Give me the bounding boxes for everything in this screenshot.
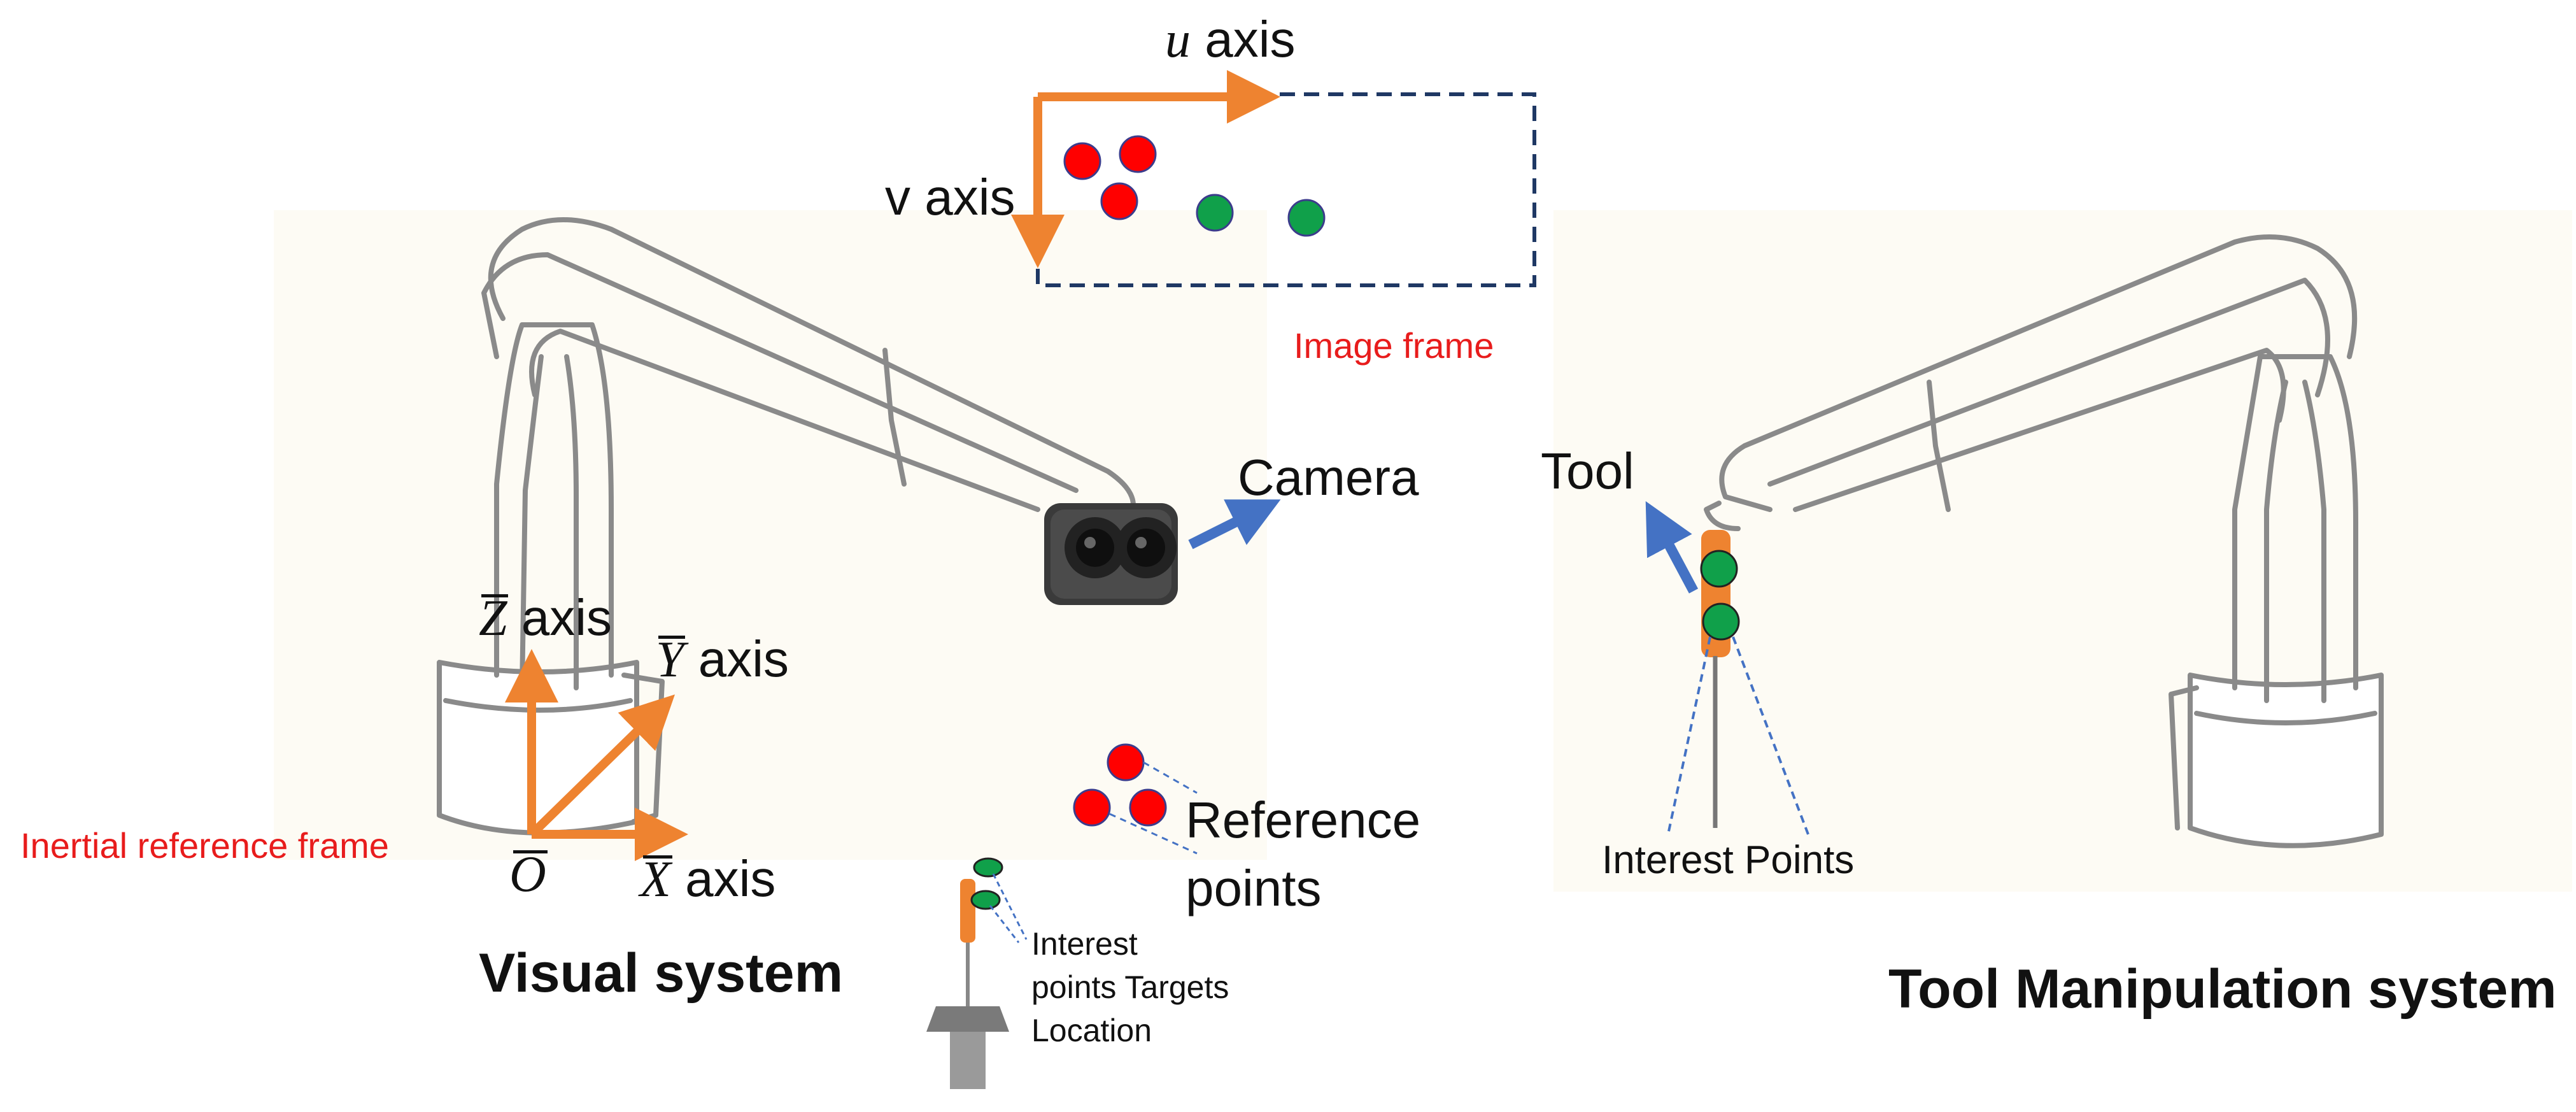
- reference-point: [1129, 788, 1167, 827]
- stereo-camera: [1044, 503, 1178, 605]
- origin-symbol: O: [509, 846, 548, 902]
- interest-targets-label-line1: Interest: [1031, 926, 1138, 962]
- y-axis-word: axis: [698, 631, 789, 687]
- reference-leader-lines: [1109, 761, 1198, 855]
- image-interest-point: [1196, 194, 1234, 232]
- right-robot-arm: [1704, 234, 2384, 848]
- x-axis-word: axis: [685, 850, 776, 907]
- tool-interest-point: [1700, 550, 1738, 588]
- z-axis-label: Z axis: [479, 589, 612, 646]
- visual-system-title: Visual system: [479, 943, 844, 1004]
- camera-label: Camera: [1238, 449, 1419, 506]
- reference-points-cluster: [1073, 743, 1167, 827]
- v-axis-label: v axis: [885, 172, 1016, 223]
- origin-label: O: [509, 846, 548, 902]
- u-axis-symbol: u: [1165, 12, 1191, 68]
- u-axis-word: axis: [1205, 11, 1296, 68]
- reference-point: [1073, 788, 1111, 827]
- y-axis-symbol: Y: [656, 632, 685, 688]
- reference-point: [1107, 743, 1145, 781]
- v-axis-symbol: v: [885, 169, 910, 225]
- target-tool: [926, 857, 1028, 1089]
- target-interest-point: [970, 890, 1001, 910]
- x-axis-label: X axis: [640, 850, 776, 908]
- interest-targets-label-line2: points Targets: [1031, 969, 1229, 1005]
- target-interest-point: [973, 857, 1003, 878]
- tool-interest-leaders: [1667, 636, 1809, 835]
- interest-points-label: Interest Points: [1602, 838, 1855, 882]
- image-interest-point: [1287, 199, 1326, 237]
- image-frame-caption: Image frame: [1294, 325, 1494, 366]
- x-axis-symbol: X: [640, 852, 672, 908]
- tool-pointer-arrow: [1645, 501, 1699, 594]
- v-axis-word: axis: [924, 169, 1016, 225]
- y-axis-label: Y axis: [656, 631, 789, 688]
- camera-pointer-arrow: [1188, 499, 1281, 550]
- interest-targets-label-line3: Location: [1031, 1013, 1152, 1048]
- reference-points-label-line2: points: [1185, 860, 1322, 916]
- inertial-axes: [505, 649, 688, 861]
- reference-points-label-line1: Reference: [1185, 792, 1421, 848]
- inertial-frame-label: Inertial reference frame: [20, 825, 389, 866]
- image-reference-point: [1100, 182, 1138, 220]
- tool-label: Tool: [1541, 443, 1634, 499]
- image-reference-point: [1119, 135, 1157, 173]
- tool-manipulation-title: Tool Manipulation system: [1888, 959, 2557, 1020]
- tool-interest-point: [1702, 602, 1740, 641]
- image-reference-point: [1063, 142, 1101, 180]
- image-frame-box: [1036, 92, 1536, 287]
- image-frame-axes: [1011, 70, 1280, 268]
- z-axis-word: axis: [521, 589, 612, 646]
- z-axis-symbol: Z: [479, 590, 508, 646]
- u-axis-label: u axis: [1165, 14, 1296, 66]
- manipulated-tool: [1700, 530, 1740, 828]
- image-frame-points: [1063, 135, 1326, 237]
